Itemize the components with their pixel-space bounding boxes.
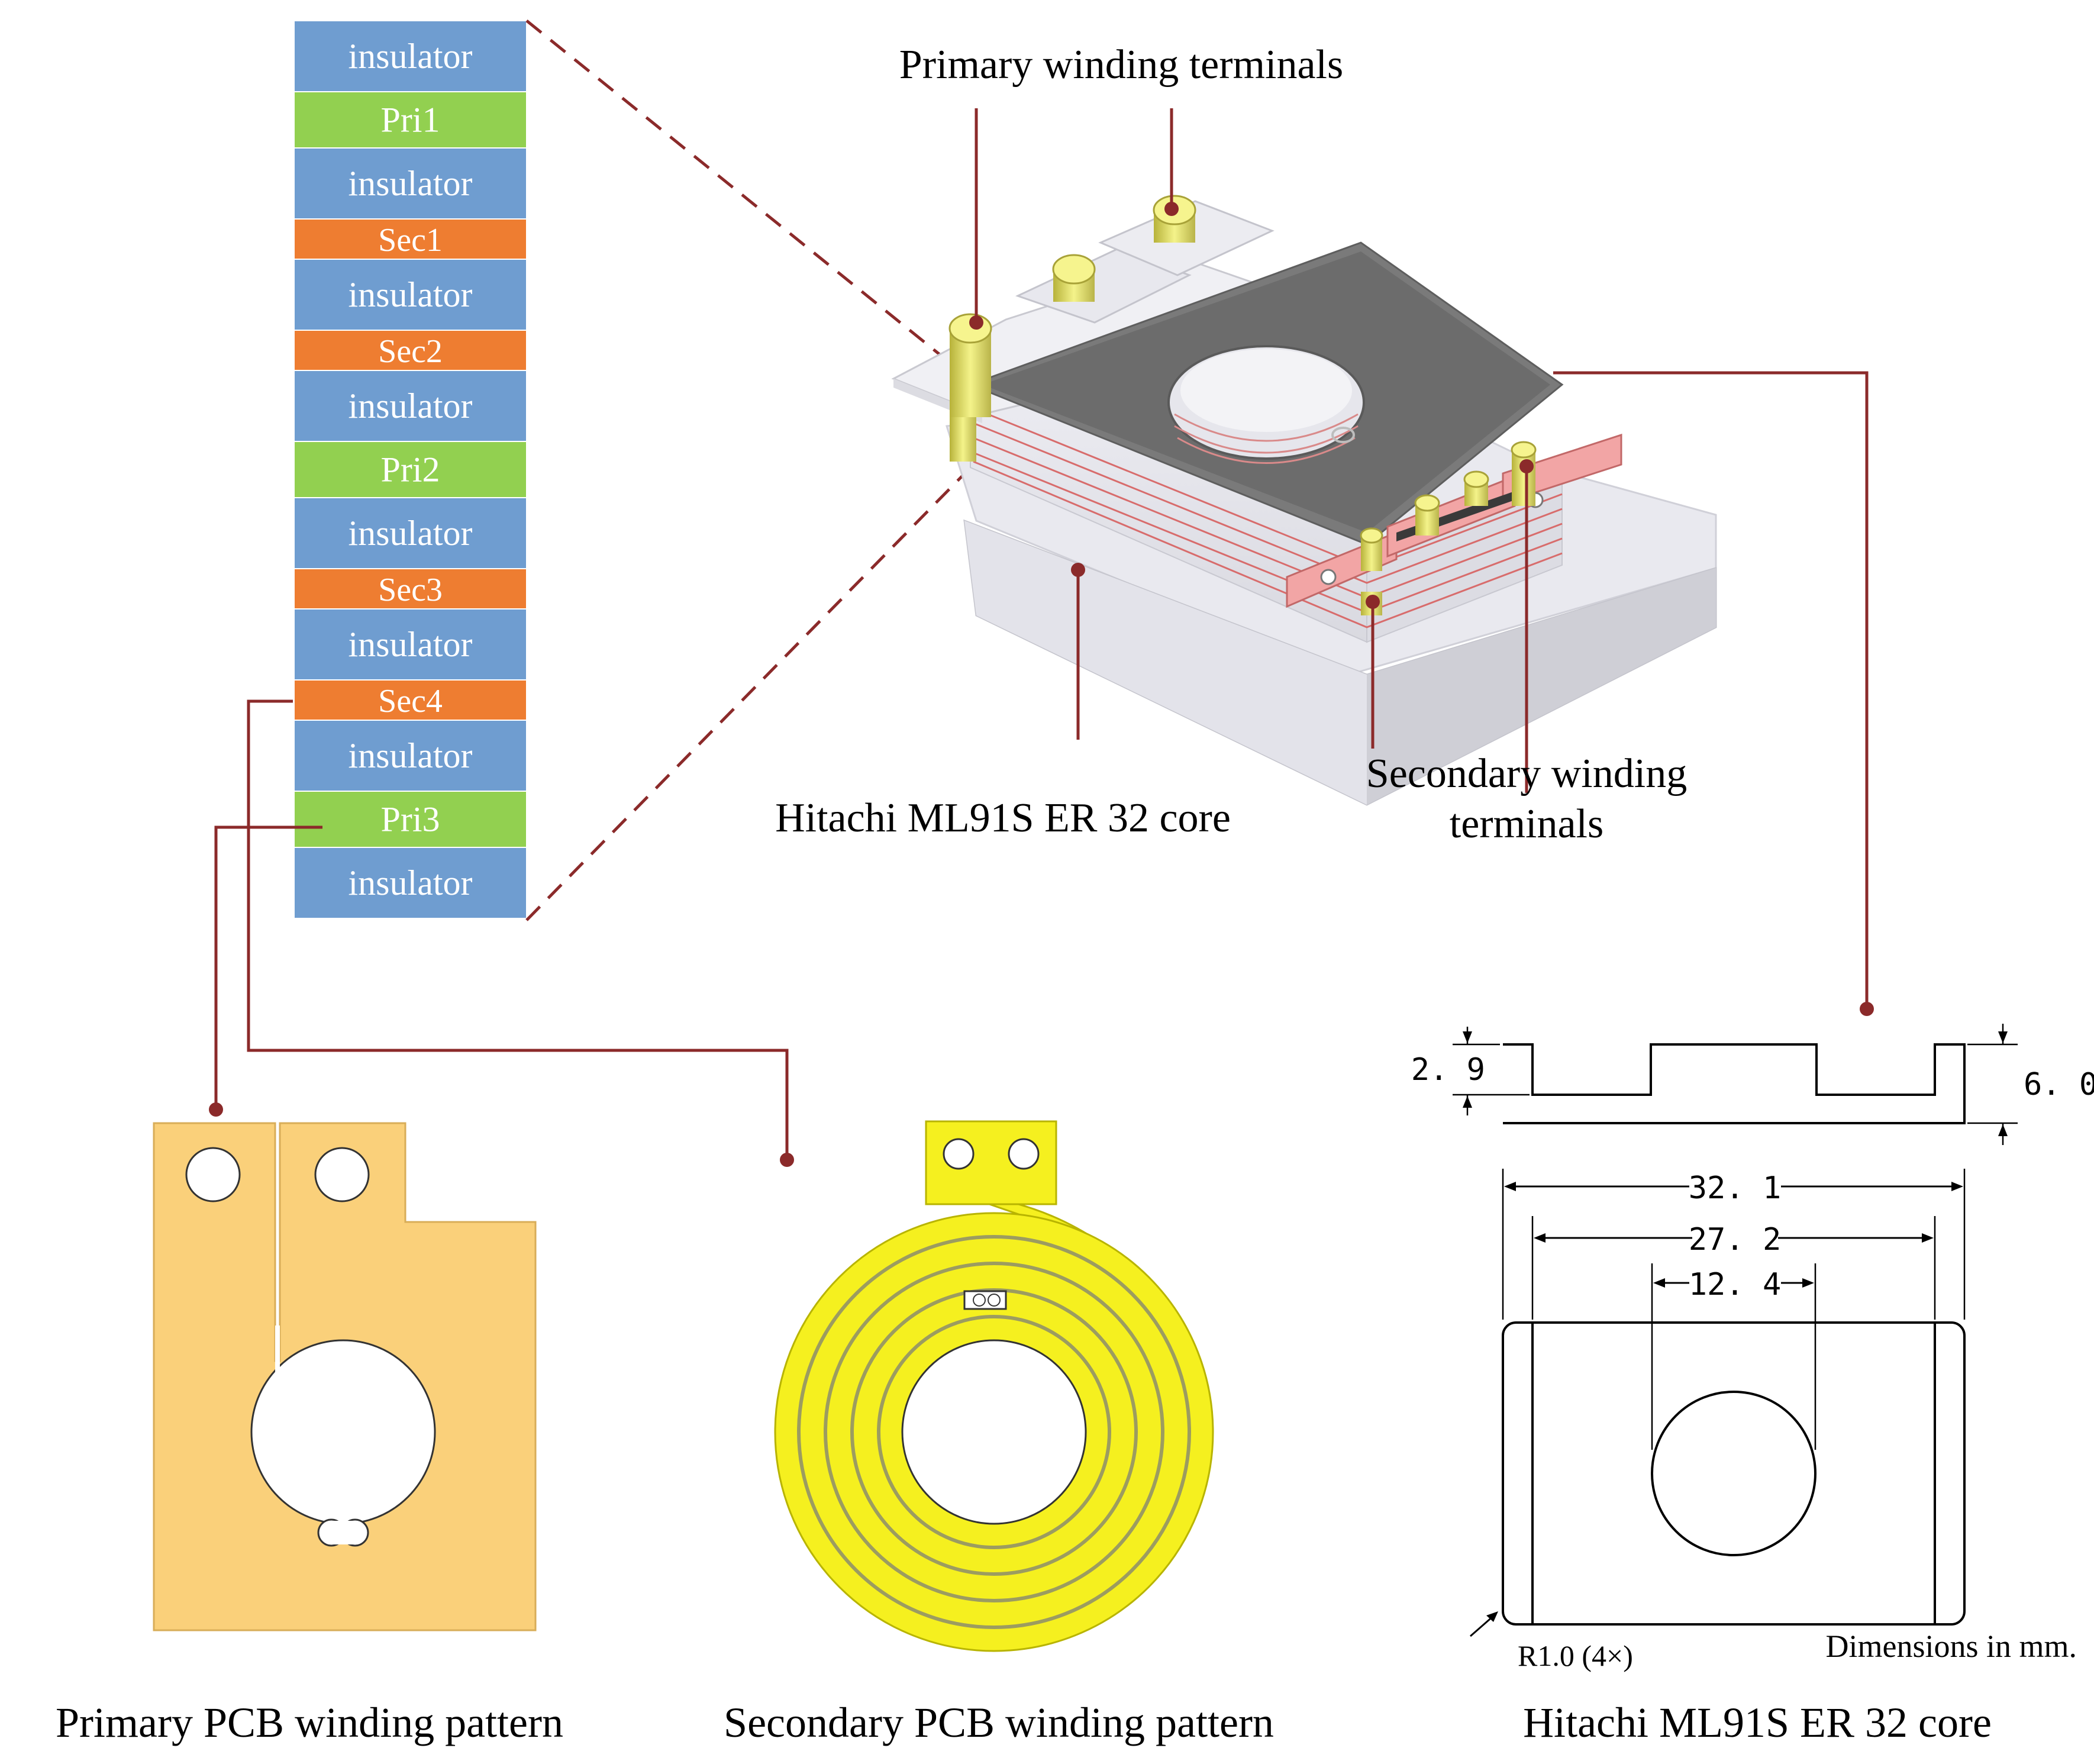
secondary-terminals-label-line2: terminals: [1450, 801, 1603, 847]
leader-lines: [214, 108, 1869, 1157]
stack-layer-label: Sec3: [378, 572, 443, 608]
zoom-line-top: [525, 20, 980, 388]
stack-layer-secondary: [293, 330, 527, 371]
dim-thickness: 2. 9: [1411, 1052, 1485, 1088]
stack-layer-label: insulator: [349, 37, 473, 76]
stack-layer-label: Sec1: [378, 222, 443, 259]
stack-layer-primary: [293, 441, 527, 498]
stack-layer-insulator: [293, 608, 527, 681]
stack-layer-label: insulator: [349, 514, 473, 553]
stack-layer-label: Sec4: [378, 683, 443, 720]
stack-layer-label: insulator: [349, 863, 473, 902]
core-3d-label: Hitachi ML91S ER 32 core: [775, 795, 1231, 841]
stack-layer-label: insulator: [349, 386, 473, 425]
radius-label: R1.0 (4×): [1518, 1639, 1633, 1672]
secondary-pcb-pattern: [774, 1120, 1214, 1652]
stack-layer-insulator: [293, 720, 527, 792]
primary-terminal-pins: [948, 195, 1196, 462]
layer-stack: insulatorPri1insulatorSec1insulatorSec2i…: [293, 20, 527, 919]
stack-layer-secondary: [293, 568, 527, 610]
stack-layer-insulator: [293, 847, 527, 919]
stack-layer-label: Pri3: [380, 800, 440, 839]
secondary-terminals-label-line1: Secondary winding: [1366, 751, 1687, 796]
core-center-leg: [1651, 1391, 1816, 1556]
core-dimension-drawing: [1453, 1024, 2018, 1637]
stack-layer-secondary: [293, 218, 527, 260]
core-drawing-caption: Hitachi ML91S ER 32 core: [1523, 1699, 1992, 1746]
leader-dots: [209, 202, 1874, 1167]
secondary-terminal-pins: [1360, 441, 1537, 615]
stack-layer-primary: [293, 791, 527, 848]
stack-layer-secondary: [293, 679, 527, 721]
stack-layer-insulator: [293, 20, 527, 92]
dim-center-leg: 12. 4: [1689, 1267, 1782, 1302]
stack-layer-label: Sec2: [378, 333, 443, 370]
stack-layer-label: insulator: [349, 736, 473, 775]
stack-layer-label: insulator: [349, 275, 473, 314]
core-side-profile: [1503, 1043, 1966, 1124]
core-top-view: [1502, 1321, 1966, 1626]
stack-layer-label: Pri2: [380, 450, 440, 489]
stack-layer-primary: [293, 91, 527, 149]
stack-layer-insulator: [293, 147, 527, 220]
primary-pcb-caption: Primary PCB winding pattern: [56, 1699, 563, 1746]
units-note: Dimensions in mm.: [1825, 1628, 2077, 1664]
transformer-3d: [891, 195, 1717, 806]
stack-layer-label: Pri1: [380, 101, 440, 140]
zoom-line-bottom: [525, 454, 983, 921]
stack-layer-label: insulator: [349, 625, 473, 664]
stack-layer-insulator: [293, 259, 527, 331]
stack-layer-label: insulator: [349, 164, 473, 203]
dim-height: 6. 0: [2024, 1067, 2094, 1102]
dim-width-inner: 27. 2: [1689, 1222, 1782, 1257]
secondary-pcb-caption: Secondary PCB winding pattern: [724, 1699, 1274, 1746]
primary-terminals-label: Primary winding terminals: [899, 42, 1343, 88]
dim-width-outer: 32. 1: [1689, 1170, 1782, 1206]
